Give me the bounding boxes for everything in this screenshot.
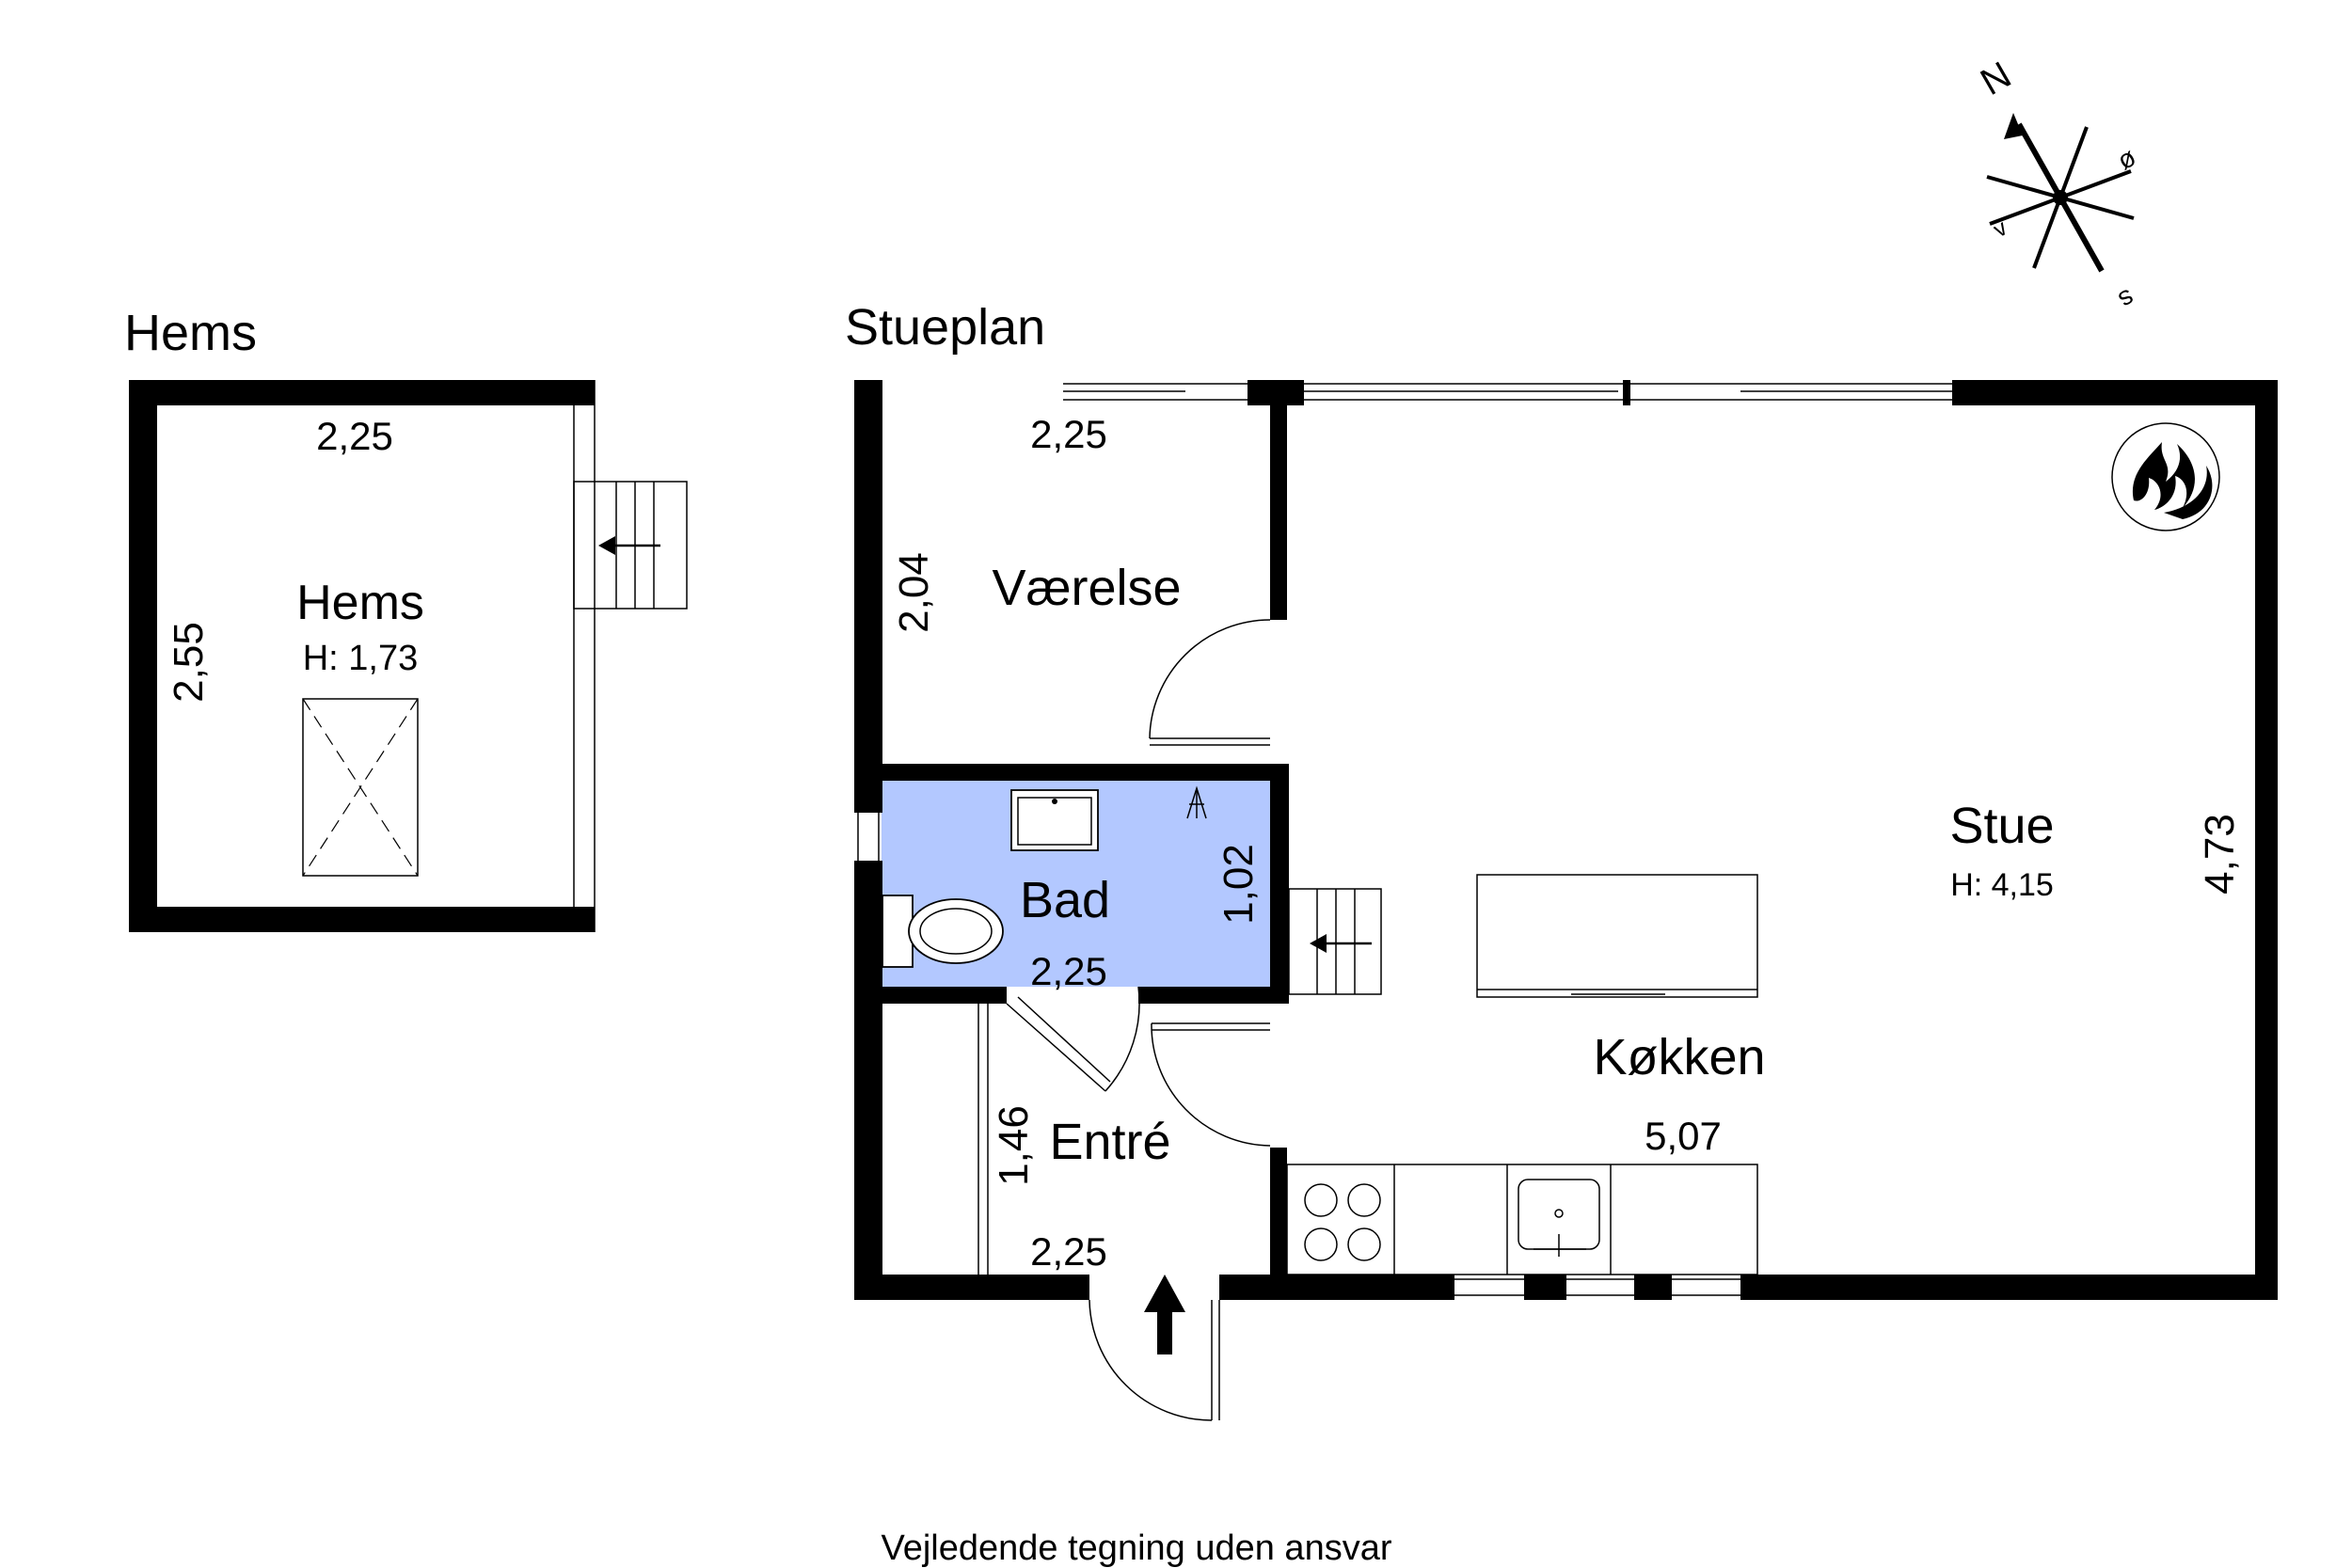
dim-hems-depth: 2,55: [166, 622, 212, 703]
compass-rose: [1986, 113, 2135, 273]
room-name-hems: Hems: [296, 576, 424, 630]
windows: [857, 383, 1952, 1296]
washbasin-icon: [1010, 789, 1099, 851]
north-arrow-icon: [2004, 113, 2023, 139]
skylight-icon: [302, 698, 419, 877]
compass-s: s: [2114, 283, 2140, 315]
room-name-vaerelse: Værelse: [992, 560, 1181, 616]
dim-kokken-width: 5,07: [1645, 1114, 1722, 1158]
fire-icon: [2111, 422, 2220, 531]
kitchen-sink-icon: [1518, 1179, 1600, 1257]
walls: [854, 380, 2278, 1300]
room-height-stue: H: 4,15: [1950, 867, 2054, 903]
bathroom-fixtures: [882, 785, 1207, 968]
stairs-icon: [573, 481, 688, 610]
loft-title: Hems: [124, 305, 257, 361]
dim-vaerelse-width: 2,25: [1030, 412, 1107, 456]
disclaimer: Vejledende tegning uden ansvar: [881, 1528, 1391, 1568]
dim-vaerelse-depth: 2,04: [891, 552, 937, 633]
room-name-entre: Entré: [1049, 1114, 1170, 1170]
dim-entre-depth: 1,46: [991, 1105, 1037, 1186]
room-name-stue: Stue: [1949, 798, 2054, 854]
dim-bad-depth: 1,02: [1216, 844, 1262, 925]
compass-n: N: [1974, 54, 2018, 103]
compass-o: ø: [2112, 142, 2140, 175]
doors: [977, 619, 1271, 1421]
dim-entre-width: 2,25: [1030, 1229, 1107, 1274]
room-name-bad: Bad: [1020, 872, 1110, 928]
dim-stue-depth: 4,73: [2197, 814, 2243, 895]
compass-v: v: [1989, 215, 2011, 243]
entrance-arrow-icon: [1144, 1275, 1185, 1354]
dim-hems-width: 2,25: [316, 414, 393, 458]
stairs-icon: [1288, 888, 1382, 995]
loft-plan: [129, 380, 688, 932]
ground-floor-title: Stueplan: [845, 299, 1045, 356]
stove-icon: [1304, 1183, 1381, 1261]
room-height-hems: H: 1,73: [303, 639, 419, 678]
dim-bad-width: 2,25: [1030, 949, 1107, 993]
kitchen-counter: [1286, 1164, 1758, 1275]
toilet-icon: [882, 895, 1004, 968]
shower-icon: [1186, 785, 1207, 819]
kitchen-island: [1476, 874, 1758, 998]
room-name-kokken: Køkken: [1593, 1029, 1765, 1085]
